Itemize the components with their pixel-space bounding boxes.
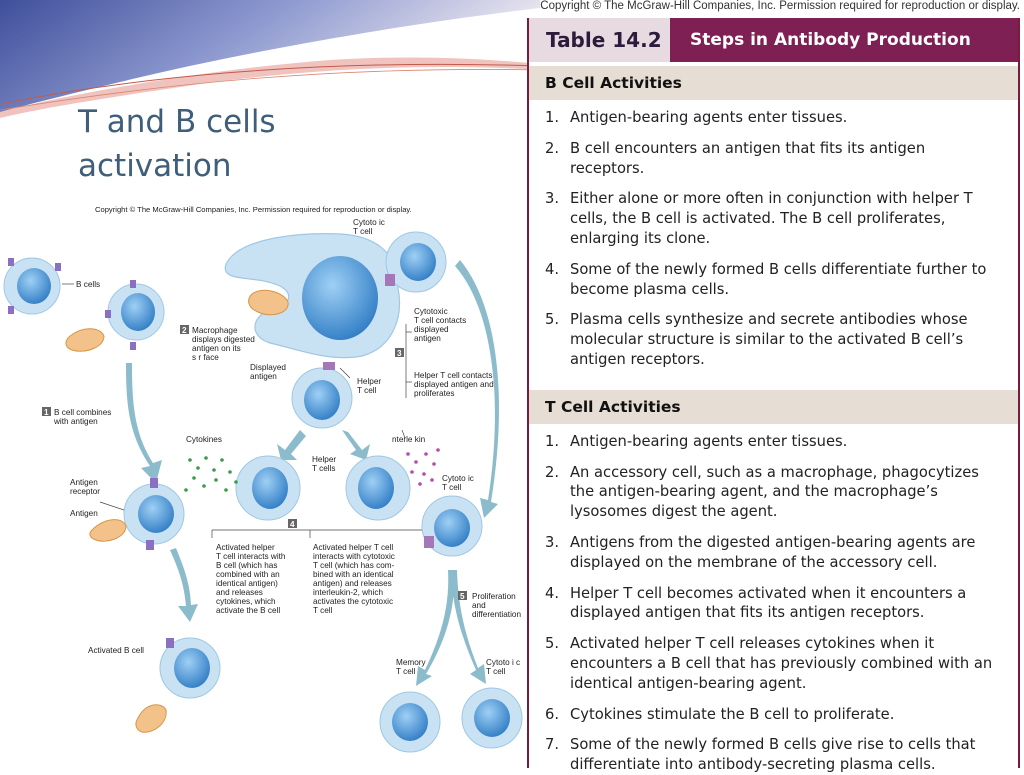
- label-step4a-6: and releases: [216, 588, 263, 597]
- label-step2-1: Macrophage: [192, 326, 238, 335]
- label-step4b-4: bined with an identical: [313, 570, 394, 579]
- t-cell-section-heading: T Cell Activities: [529, 389, 1018, 424]
- label-step4b-1: Activated helper T cell: [313, 543, 393, 552]
- label-cytotoxic-top-1: Cytoto ic: [353, 218, 385, 227]
- label-memory-2: T cell: [396, 667, 416, 676]
- label-step1-1: B cell combines: [54, 408, 111, 417]
- label-step4a-3: B cell (which has: [216, 561, 277, 570]
- antibody-production-table: Table 14.2 Steps in Antibody Production …: [527, 18, 1020, 773]
- label-step5-1: Proliferation: [472, 592, 516, 601]
- label-cytotoxic-bottom-1: Cytoto i c: [486, 658, 520, 667]
- b-cell-steps: 1.Antigen-bearing agents enter tissues. …: [529, 108, 1018, 370]
- list-item: 2.An accessory cell, such as a macrophag…: [545, 463, 979, 521]
- step-badges: [42, 325, 467, 600]
- step5-number: 5: [460, 592, 465, 601]
- label-step4a-1: Activated helper: [216, 543, 275, 552]
- label-helper-cells-2: T cells: [312, 464, 336, 473]
- label-helper-top-2: T cell: [357, 386, 377, 395]
- cytokine-particles: [184, 456, 238, 492]
- activated-b-cell: [135, 637, 221, 733]
- list-item: 3.Either alone or more often in conjunct…: [545, 190, 973, 247]
- label-step3b-2: displayed antigen and: [414, 380, 494, 389]
- table-title: Steps in Antibody Production: [670, 18, 1018, 62]
- list-item: 5.Plasma cells synthesize and secrete an…: [545, 311, 968, 368]
- label-step5-3: differentiation: [472, 610, 521, 619]
- label-step4a-8: activate the B cell: [216, 606, 280, 615]
- label-step2-3: antigen on its: [192, 344, 241, 353]
- label-step4b-6: interleukin-2, which: [313, 588, 384, 597]
- label-displayed-2: antigen: [250, 372, 277, 381]
- label-step3a-4: antigen: [414, 334, 441, 343]
- label-cytotoxic-mid-1: Cytoto ic: [442, 474, 474, 483]
- list-item: 4.Helper T cell becomes activated when i…: [545, 584, 967, 622]
- label-b-cells: B cells: [76, 280, 100, 289]
- b-cell-section-heading: B Cell Activities: [529, 66, 1018, 100]
- label-step4b-8: T cell: [313, 606, 333, 615]
- list-item: 1.Antigen-bearing agents enter tissues.: [545, 109, 848, 126]
- label-step3a-3: displayed: [414, 325, 449, 334]
- label-step2-2: displays digested: [192, 335, 255, 344]
- label-step4a-5: identical antigen): [216, 579, 278, 588]
- list-item: 3.Antigens from the digested antigen-bea…: [545, 533, 976, 571]
- label-step2-4: s r face: [192, 353, 219, 362]
- label-cytotoxic-top-2: T cell: [353, 227, 373, 236]
- step1-number: 1: [44, 408, 49, 417]
- label-antigen-receptor-2: receptor: [70, 487, 100, 496]
- step2-number: 2: [182, 326, 187, 335]
- label-cytokines: Cytokines: [186, 435, 222, 444]
- label-step4a-7: cytokines, which: [216, 597, 276, 606]
- list-item: 6.Cytokines stimulate the B cell to prol…: [545, 705, 895, 723]
- label-step1-2: with antigen: [53, 417, 98, 426]
- list-item: 4.Some of the newly formed B cells diffe…: [545, 260, 987, 298]
- helper-t-cell-top: [291, 362, 353, 429]
- label-step3b-3: proliferates: [414, 389, 455, 398]
- list-item: 5.Activated helper T cell releases cytok…: [545, 635, 993, 692]
- label-step4a-2: T cell interacts with: [216, 552, 286, 561]
- cytotoxic-t-cell-top: [385, 231, 447, 293]
- interleukin-particles: [406, 448, 440, 486]
- t-cell-steps: 1.Antigen-bearing agents enter tissues. …: [529, 432, 1018, 775]
- label-step4b-5: antigen) and releases: [313, 579, 392, 588]
- helper-t-cells-middle: [235, 455, 411, 521]
- label-step3a-1: Cytotoxic: [414, 307, 448, 316]
- slide-title: T and B cells activation: [78, 104, 276, 184]
- step4-number: 4: [290, 520, 295, 529]
- memory-and-cytotoxic-cells: [379, 687, 523, 753]
- table-number: Table 14.2: [529, 18, 670, 62]
- label-step3b-1: Helper T cell contacts: [414, 371, 492, 380]
- label-cytotoxic-bottom-2: T cell: [486, 667, 506, 676]
- list-item: 7.Some of the newly formed B cells give …: [545, 736, 976, 774]
- figure-copyright: Copyright © The McGraw-Hill Companies, I…: [95, 205, 412, 214]
- label-helper-cells-1: Helper: [312, 455, 336, 464]
- label-helper-top-1: Helper: [357, 377, 381, 386]
- process-arrows: [126, 260, 499, 686]
- label-antigen-receptor-1: Antigen: [70, 478, 98, 487]
- step3-number: 3: [397, 349, 402, 358]
- label-step4b-7: activates the cytotoxic: [313, 597, 393, 606]
- cytotoxic-t-cell-middle: [421, 495, 483, 557]
- label-displayed-1: Displayed: [250, 363, 286, 372]
- b-cells-group: [3, 257, 165, 352]
- decorative-swoosh: [0, 0, 540, 118]
- list-item: 2.B cell encounters an antigen that fits…: [545, 139, 926, 177]
- label-step4b-3: T cell (which has com-: [313, 561, 395, 570]
- label-cytotoxic-mid-2: T cell: [442, 483, 462, 492]
- label-memory-1: Memory: [396, 658, 426, 667]
- label-step3a-2: T cell contacts: [414, 316, 466, 325]
- label-step5-2: and: [472, 601, 486, 610]
- macrophage: [224, 233, 401, 359]
- list-item: 1.Antigen-bearing agents enter tissues.: [545, 432, 848, 450]
- label-step4a-4: combined with an: [216, 570, 280, 579]
- label-antigen: Antigen: [70, 509, 98, 518]
- label-interleukin: nterle kin: [392, 435, 426, 444]
- label-activated-b: Activated B cell: [88, 646, 144, 655]
- copyright-notice: Copyright © The McGraw-Hill Companies, I…: [540, 0, 1020, 12]
- label-step4b-2: interacts with cytotoxic: [313, 552, 395, 561]
- table-header: Table 14.2 Steps in Antibody Production: [529, 18, 1018, 62]
- immune-activation-figure: Copyright © The McGraw-Hill Companies, I…: [3, 205, 523, 753]
- b-cell-with-antigen: [89, 478, 185, 550]
